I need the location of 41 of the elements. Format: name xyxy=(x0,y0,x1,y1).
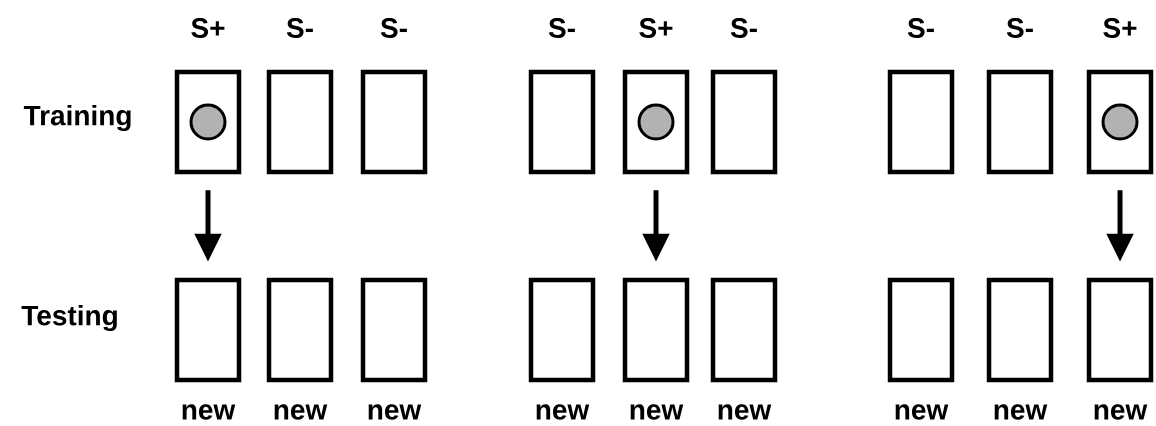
condition-label: new xyxy=(630,404,684,420)
condition-label: new xyxy=(536,404,590,420)
stimulus-dot xyxy=(1101,103,1139,141)
stimulus-dot xyxy=(189,103,227,141)
condition-label: new xyxy=(368,404,422,420)
stimulus-label: S- xyxy=(548,18,575,38)
stimulus-label: S+ xyxy=(1103,18,1137,38)
stimulus-panel xyxy=(622,69,690,175)
stimulus-panel xyxy=(174,69,242,175)
condition-label: new xyxy=(994,404,1048,420)
stimulus-label: S- xyxy=(730,18,757,38)
stimulus-label: S+ xyxy=(191,18,225,38)
stimulus-panel xyxy=(887,277,955,383)
condition-label: new xyxy=(895,404,949,420)
stimulus-panel xyxy=(266,69,334,175)
condition-label: new xyxy=(274,404,328,420)
stimulus-panel xyxy=(986,69,1054,175)
row-label: Training xyxy=(23,104,131,132)
stimulus-panel xyxy=(360,277,428,383)
stimulus-panel xyxy=(360,69,428,175)
stimulus-panel xyxy=(622,277,690,383)
stimulus-label: S- xyxy=(907,18,934,38)
stimulus-panel xyxy=(1086,277,1154,383)
stimulus-panel xyxy=(528,277,596,383)
stimulus-panel xyxy=(710,277,778,383)
stimulus-panel xyxy=(710,69,778,175)
stimulus-label: S- xyxy=(380,18,407,38)
condition-label: new xyxy=(182,404,236,420)
stimulus-dot xyxy=(637,103,675,141)
stimulus-label: S- xyxy=(1006,18,1033,38)
stimulus-panel xyxy=(887,69,955,175)
stimulus-label: S+ xyxy=(639,18,673,38)
condition-label: new xyxy=(718,404,772,420)
stimulus-panel xyxy=(174,277,242,383)
stimulus-panel xyxy=(1086,69,1154,175)
row-label: Testing xyxy=(21,304,117,332)
condition-label: new xyxy=(1094,404,1148,420)
stimulus-panel xyxy=(986,277,1054,383)
stimulus-panel xyxy=(528,69,596,175)
stimulus-label: S- xyxy=(286,18,313,38)
stimulus-panel xyxy=(266,277,334,383)
